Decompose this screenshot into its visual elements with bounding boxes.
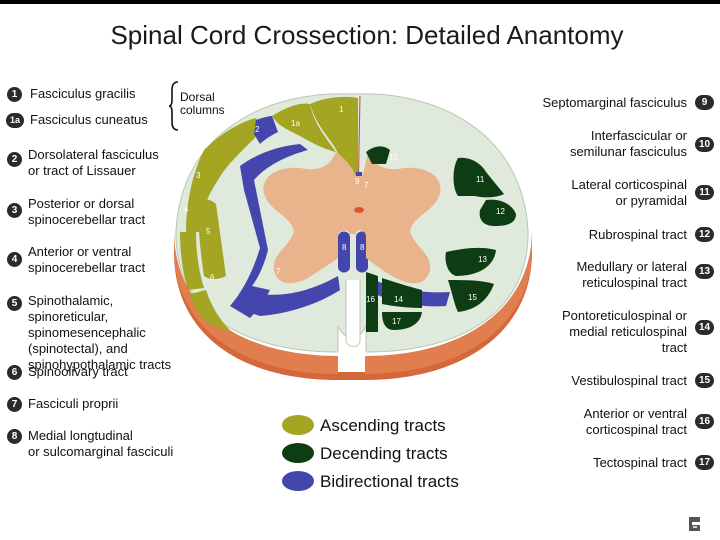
spinal-cord-diagram: 1 1a 2 3 4 5 6 7 8 8 9 10 7 11 12 13 14 … [174,93,532,380]
number-badge: 5 [7,296,22,311]
diagram-label: 1 [339,105,344,114]
diagram-label: 2 [255,125,260,134]
central-canal [354,207,364,213]
legend-label: Spinoolivary tract [28,364,128,379]
legend-label: Tectospinal tract [593,455,687,470]
number-badge: 17 [695,455,714,470]
diagram-label: 7 [364,181,369,190]
legend-label: Posterior or dorsal spinocerebellar trac… [28,196,146,227]
legend-label: Fasciculus gracilis [30,86,136,101]
diagram-label: 6 [210,273,215,282]
diagram-label: 15 [468,293,477,302]
diagram-label: 11 [476,175,485,184]
dorsal-columns-label: Dorsal columns [180,90,225,117]
logo-icon [689,517,700,531]
tract-10 [366,146,390,164]
legend-label: Interfascicular or semilunar fasciculus [569,128,687,159]
tract-14 [382,278,422,308]
number-badge: 4 [7,252,22,267]
tract-2 [254,116,278,144]
number-badge: 14 [695,320,714,335]
number-badge: 10 [695,137,714,152]
diagram-label: 7 [276,267,281,276]
number-badge: 8 [7,429,22,444]
tract-7b [230,276,340,316]
number-badge: 1a [6,113,24,128]
tract-8b [356,231,368,273]
tract-15 [448,280,494,312]
legend-label: Anterior or ventral spinocerebellar trac… [28,244,146,275]
top-border [0,0,720,4]
legend-label: Spinothalamic, spinoreticular, spinomese… [28,293,172,372]
legend-label: Rubrospinal tract [588,227,687,242]
tract-numbers: 1 1a 2 3 4 5 6 7 8 8 9 10 7 11 12 13 14 … [184,105,505,326]
number-badge: 1 [7,87,22,102]
anterior-fissure [345,280,361,347]
key-label: Decending tracts [320,444,448,463]
number-badge: 16 [695,414,714,429]
tract-7 [230,144,308,318]
page-title: Spinal Cord Crossection: Detailed Ananto… [110,20,624,50]
tract-8a [338,231,350,273]
key-label: Ascending tracts [320,416,446,435]
diagram-label: 8 [360,243,365,252]
descending-swatch [282,443,314,463]
diagram-label: 5 [206,227,211,236]
diagram-label: 16 [366,295,375,304]
tract-17 [382,312,422,330]
number-badge: 15 [695,373,714,388]
legend-label: Septomarginal fasciculus [542,95,687,110]
tract-5 [198,199,226,279]
bidirectional-swatch [282,471,314,491]
tract-13 [445,247,496,276]
tract-4 [180,232,204,290]
number-badge: 11 [695,185,714,200]
tract-6 [190,290,230,330]
tract-11 [453,157,504,198]
legend-label: Pontoreticulospinal or medial reticulosp… [561,308,687,355]
number-badge: 3 [7,203,22,218]
legend-label: Fasciculi proprii [28,396,119,411]
number-badge: 2 [7,152,22,167]
diagram-label: 9 [355,177,360,186]
number-badge: 13 [695,264,714,279]
number-badge: 6 [7,365,22,380]
tract-16 [366,272,378,332]
brace-icon [168,81,179,131]
legend-label: Dorsolateral fasciculus or tract of Liss… [28,147,159,178]
diagram-label: 17 [392,317,401,326]
diagram-label: 8 [342,243,347,252]
key-label: Bidirectional tracts [320,472,459,491]
legend-label: Lateral corticospinal or pyramidal [571,177,687,208]
diagram-label: 3 [196,171,201,180]
diagram-label: 10 [389,153,398,162]
gray-matter [263,152,441,284]
diagram-label: 1a [291,119,300,128]
legend-label: Medullary or lateral reticulospinal trac… [576,259,687,290]
ascending-swatch [282,415,314,435]
legend-label: Vestibulospinal tract [571,373,687,388]
legend-label: Anterior or ventral corticospinal tract [583,406,687,437]
diagram-label: 13 [478,255,487,264]
tract-12 [479,199,516,226]
diagram-label: 14 [394,295,403,304]
tract-1a [272,103,336,152]
diagram-label: 4 [184,205,189,214]
legend-label: Medial longtudinal or sulcomarginal fasc… [28,428,174,459]
diagram-label: 12 [496,207,505,216]
number-badge: 9 [695,95,714,110]
legend-label: Fasciculus cuneatus [30,112,148,127]
number-badge: 7 [7,397,22,412]
number-badge: 12 [695,227,714,242]
